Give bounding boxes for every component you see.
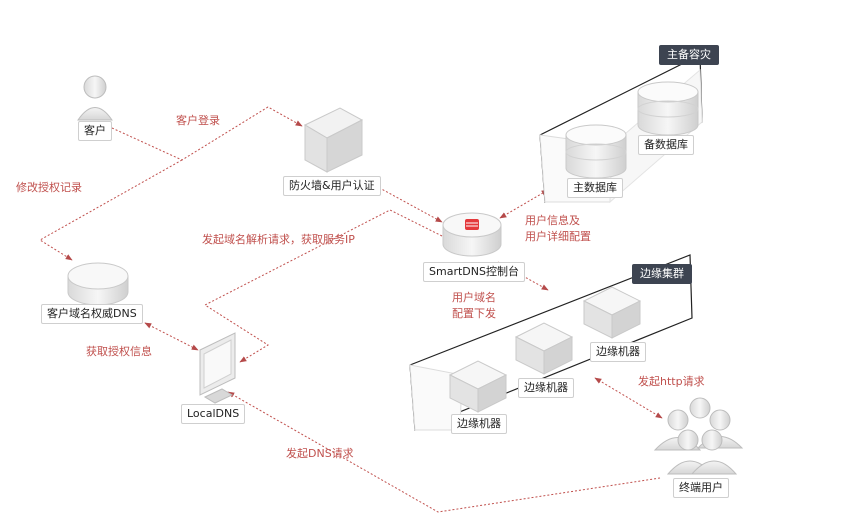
firewall-icon (303, 107, 364, 173)
domain-config-line-1: 用户域名 (452, 291, 496, 304)
edge-machine-label-1: 边缘机器 (451, 414, 507, 434)
get-auth-note: 获取授权信息 (86, 345, 152, 358)
master-database-icon (565, 124, 627, 179)
firewall-label: 防火墙&用户认证 (283, 176, 381, 196)
modify-auth-note: 修改授权记录 (16, 181, 82, 194)
backup-db-label: 备数据库 (638, 135, 694, 155)
master-db-label: 主数据库 (567, 178, 623, 198)
user-info-line-2: 用户详细配置 (525, 230, 591, 243)
get-auth-line (144, 322, 199, 351)
edge-server-icon-2 (514, 322, 574, 375)
end-users-label: 终端用户 (673, 478, 729, 498)
domain-config-note: 用户域名 配置下发 (452, 290, 496, 322)
edge-server-icon-1 (448, 360, 508, 413)
disaster-recovery-tag: 主备容灾 (659, 45, 719, 65)
localdns-monitor-icon (199, 332, 236, 404)
domain-config-line-2: 配置下发 (452, 307, 496, 320)
customer-to-firewall-line (111, 106, 303, 161)
http-request-line (594, 377, 663, 419)
dns-request-line (227, 391, 661, 513)
edge-machine-label-2: 边缘机器 (518, 378, 574, 398)
user-info-note: 用户信息及 用户详细配置 (525, 213, 591, 245)
dns-request-note: 发起DNS请求 (286, 447, 354, 460)
smartdns-to-master-line (499, 189, 549, 219)
resolve-request-note: 发起域名解析请求，获取服务IP (202, 233, 355, 246)
customer-dns-label: 客户域名权威DNS (41, 304, 143, 324)
smartdns-label: SmartDNS控制台 (423, 262, 525, 282)
http-request-note: 发起http请求 (638, 375, 705, 388)
customer-dns-server-icon (67, 262, 129, 306)
edge-machine-label-3: 边缘机器 (590, 342, 646, 362)
edge-cluster-tag: 边缘集群 (632, 264, 692, 284)
backup-database-icon (637, 81, 699, 136)
smartdns-database-icon (442, 212, 502, 257)
customer-label: 客户 (78, 121, 112, 141)
localdns-label: LocalDNS (181, 404, 246, 424)
customer-login-note: 客户登录 (176, 114, 220, 127)
firewall-to-smartdns-line (364, 179, 443, 223)
customer-person-icon (77, 75, 113, 121)
modify-auth-line (39, 159, 183, 261)
end-users-group-icon (653, 397, 744, 475)
edge-server-icon-3 (582, 286, 642, 339)
user-info-line-1: 用户信息及 (525, 214, 580, 227)
